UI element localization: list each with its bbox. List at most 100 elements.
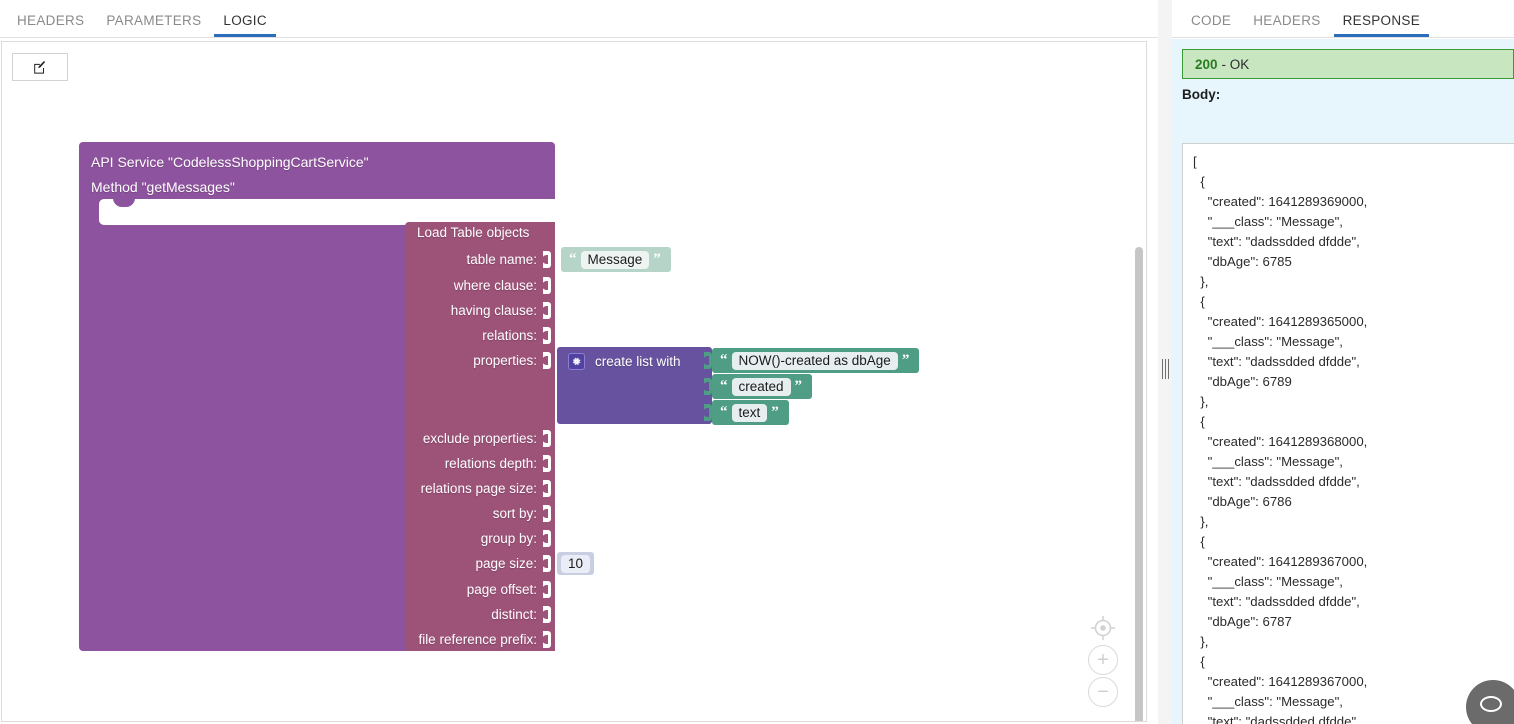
field-page-size[interactable]: 10 (561, 554, 591, 573)
socket-icon (542, 327, 551, 344)
param-label-table-name: table name: (466, 252, 537, 267)
load-table-title: Load Table objects (417, 225, 530, 240)
pane-splitter-handle[interactable] (1158, 0, 1172, 724)
canvas-wrapper: API Service "CodelessShoppingCartService… (0, 39, 1165, 724)
param-label-exclude-properties: exclude properties: (422, 431, 537, 446)
param-label-relations: relations: (482, 328, 537, 343)
param-label-page-offset: page offset: (466, 582, 537, 597)
socket-icon (542, 302, 551, 319)
param-row-distinct[interactable]: distinct: (491, 602, 551, 627)
status-badge: 200 - OK (1182, 49, 1514, 79)
param-row-sort-by[interactable]: sort by: (493, 501, 551, 526)
param-row-having-clause[interactable]: having clause: (451, 298, 551, 323)
block-api-service[interactable]: API Service "CodelessShoppingCartService… (79, 142, 671, 651)
response-json-text: [ { "created": 1641289369000, "___class"… (1193, 154, 1368, 724)
status-code: 200 (1195, 56, 1218, 72)
response-body-panel: 200 - OK Body: [ { "created": 1641289369… (1172, 39, 1514, 724)
param-label-relations-depth: relations depth: (444, 456, 537, 471)
list-socket-icon (703, 404, 712, 421)
status-text: - OK (1221, 56, 1250, 72)
open-quote-icon: “ (720, 352, 728, 368)
tab-code[interactable]: CODE (1191, 13, 1232, 28)
param-label-relations-page-size: relations page size: (420, 481, 537, 496)
socket-icon (542, 530, 551, 547)
edit-pencil-icon (33, 60, 46, 74)
param-label-file-reference-prefix: file reference prefix: (418, 632, 537, 647)
tab-logic[interactable]: LOGIC (214, 13, 276, 37)
socket-icon (542, 277, 551, 294)
list-socket-icon (703, 352, 712, 369)
socket-icon (542, 581, 551, 598)
open-quote-icon: “ (569, 251, 577, 267)
tab-response-headers[interactable]: HEADERS (1253, 13, 1321, 28)
tab-parameters[interactable]: PARAMETERS (106, 13, 202, 28)
value-block-table-name[interactable]: “ Message ” (561, 247, 671, 272)
socket-icon (542, 430, 551, 447)
canvas-scrollbar[interactable] (1134, 44, 1144, 721)
close-quote-icon: ” (771, 404, 779, 420)
socket-icon (542, 606, 551, 623)
api-service-title: API Service "CodelessShoppingCartService… (91, 154, 369, 170)
create-list-label: create list with (595, 354, 681, 369)
param-label-group-by: group by: (480, 531, 537, 546)
edit-button[interactable] (12, 53, 68, 81)
close-quote-icon: ” (901, 352, 910, 368)
param-row-where-clause[interactable]: where clause: (454, 273, 551, 298)
param-row-file-reference-prefix[interactable]: file reference prefix: (418, 627, 551, 652)
open-quote-icon: “ (720, 378, 728, 394)
field-list-item-0[interactable]: NOW()-created as dbAge (731, 351, 898, 370)
right-tabbar: CODE HEADERS RESPONSE (1172, 0, 1514, 38)
zoom-in-button[interactable]: + (1088, 645, 1118, 675)
param-row-relations-depth[interactable]: relations depth: (445, 451, 551, 476)
service-statement-slot[interactable] (99, 198, 555, 225)
api-service-method: Method "getMessages" (91, 179, 235, 195)
response-pane: CODE HEADERS RESPONSE 200 - OK Body: [ {… (1172, 0, 1514, 724)
splitter-grip-icon (1162, 359, 1169, 379)
param-row-page-size[interactable]: page size: (475, 551, 551, 576)
param-label-sort-by: sort by: (492, 506, 537, 521)
param-row-page-offset[interactable]: page offset: (467, 577, 551, 602)
blockly-canvas[interactable]: API Service "CodelessShoppingCartService… (1, 41, 1147, 722)
response-json-box[interactable]: [ { "created": 1641289369000, "___class"… (1182, 143, 1514, 724)
field-list-item-2[interactable]: text (731, 403, 768, 422)
tab-headers[interactable]: HEADERS (17, 13, 85, 28)
zoom-out-button[interactable]: − (1088, 677, 1118, 707)
canvas-scrollbar-thumb[interactable] (1135, 247, 1143, 721)
value-block-page-size[interactable]: 10 (557, 552, 595, 575)
param-row-exclude-properties[interactable]: exclude properties: (423, 426, 551, 451)
param-row-properties[interactable]: properties: (473, 348, 551, 373)
open-quote-icon: “ (720, 404, 728, 420)
socket-icon (542, 480, 551, 497)
block-load-table-objects[interactable]: Load Table objects table name: where cla… (405, 222, 555, 651)
left-tabbar: HEADERS PARAMETERS LOGIC (0, 0, 1164, 38)
field-table-name[interactable]: Message (580, 250, 650, 269)
value-block-list-item-0[interactable]: “ NOW()-created as dbAge ” (712, 348, 920, 373)
tab-response[interactable]: RESPONSE (1333, 13, 1430, 37)
list-socket-icon (703, 378, 712, 395)
close-quote-icon: ” (794, 378, 803, 394)
param-row-group-by[interactable]: group by: (481, 526, 551, 551)
socket-icon (542, 352, 551, 369)
field-list-item-1[interactable]: created (731, 377, 791, 396)
socket-icon (542, 555, 551, 572)
param-label-properties: properties: (473, 353, 537, 368)
chat-bubble-icon[interactable] (1466, 680, 1514, 724)
param-row-relations-page-size[interactable]: relations page size: (421, 476, 551, 501)
logic-editor-pane: HEADERS PARAMETERS LOGIC API Serv (0, 0, 1165, 724)
param-row-relations[interactable]: relations: (482, 323, 551, 348)
socket-icon (542, 505, 551, 522)
close-quote-icon: ” (653, 251, 661, 267)
socket-icon (542, 251, 551, 268)
socket-icon (542, 455, 551, 472)
socket-icon (542, 631, 551, 648)
value-block-list-item-2[interactable]: “ text ” (712, 400, 789, 425)
param-label-having-clause: having clause: (450, 303, 537, 318)
gear-icon[interactable] (568, 353, 585, 370)
value-block-list-item-1[interactable]: “ created ” (712, 374, 813, 399)
body-label: Body: (1182, 87, 1221, 102)
param-label-distinct: distinct: (491, 607, 537, 622)
center-blocks-icon[interactable] (1088, 613, 1118, 643)
param-row-table-name[interactable]: table name: (466, 247, 551, 272)
block-create-list-with[interactable]: create list with (557, 347, 712, 424)
